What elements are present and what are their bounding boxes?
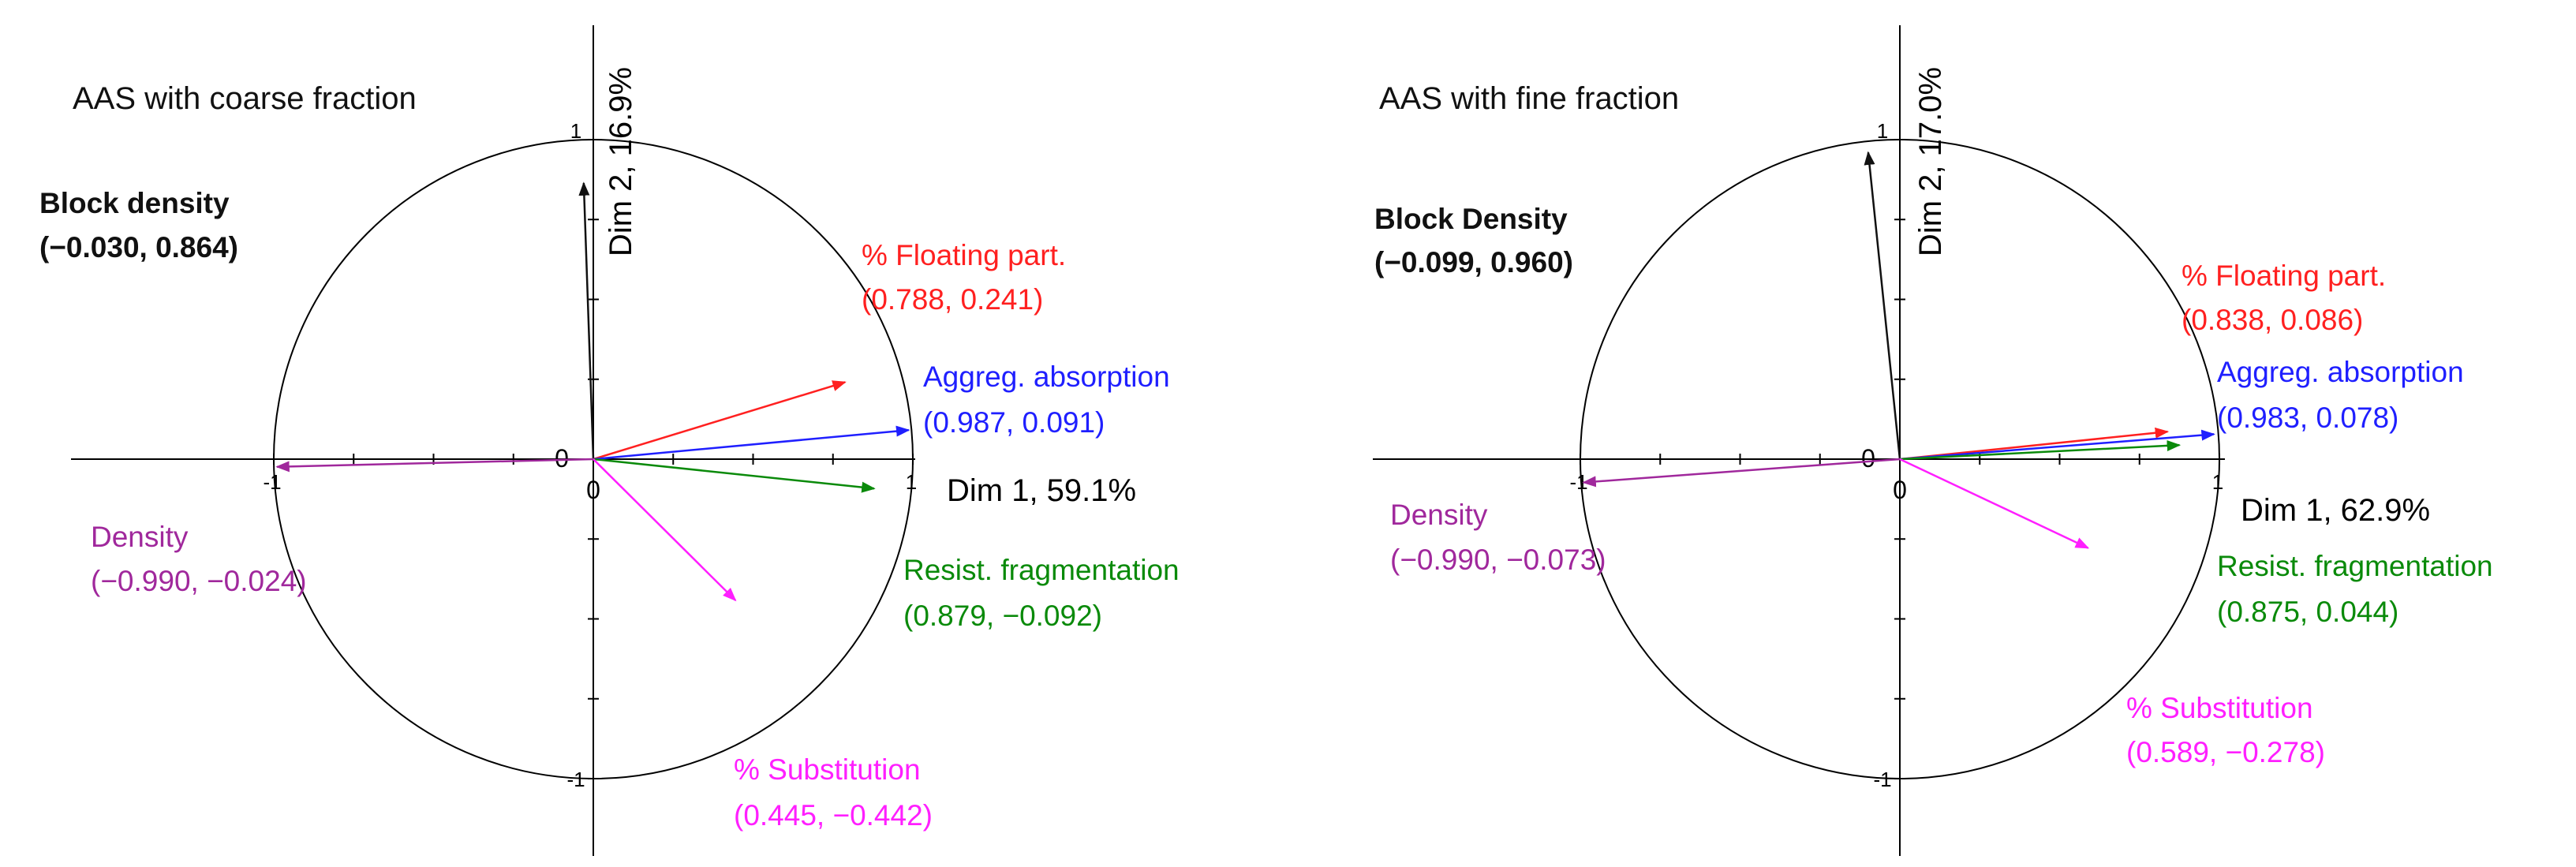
x-tick-label-neg1: -1 [263, 470, 281, 494]
vector-coords: (0.987, 0.091) [923, 406, 1105, 439]
y-tick-label-zero: 0 [1861, 444, 1875, 473]
vector-label: Aggreg. absorption [923, 361, 1170, 393]
x-tick-label-pos1: 1 [906, 470, 917, 494]
y-axis-title: Dim 2, 16.9% [604, 67, 638, 256]
vector-coords: (0.788, 0.241) [862, 283, 1043, 316]
vector-arrow [1899, 427, 2170, 461]
vector-label: Density [1390, 499, 1488, 531]
vector-coords: (−0.099, 0.960) [1374, 246, 1573, 278]
vector-arrow [275, 458, 594, 473]
x-tick-label-zero: 0 [586, 476, 600, 504]
vector-coords: (−0.990, −0.073) [1390, 544, 1606, 576]
vector-arrow [593, 458, 737, 602]
y-axis-title: Dim 2, 17.0% [1913, 67, 1948, 256]
vector-arrow [593, 380, 847, 461]
vector-arrow [1899, 458, 2090, 549]
y-tick-label-neg1: -1 [566, 768, 585, 791]
vector-coords: (0.838, 0.086) [2182, 304, 2363, 336]
vector-label: Block density [39, 187, 230, 219]
vector-arrow [1899, 439, 2182, 461]
vector-coords: (−0.990, −0.024) [91, 565, 307, 597]
vector-label: Density [91, 521, 189, 553]
vector-arrow [593, 458, 876, 493]
y-tick-label-neg1: -1 [1873, 768, 1891, 791]
vector-coords: (0.445, −0.442) [734, 799, 933, 831]
vector-arrow [1899, 429, 2215, 461]
vector-arrow [1864, 151, 1901, 460]
vector-coords: (−0.030, 0.864) [39, 231, 238, 263]
vector-label: Aggreg. absorption [2217, 356, 2464, 388]
x-axis-title: Dim 1, 62.9% [2241, 493, 2430, 528]
y-tick-label-pos1: 1 [1877, 119, 1888, 143]
vector-label: Resist. fragmentation [903, 554, 1180, 586]
vector-coords: (0.589, −0.278) [2126, 736, 2325, 768]
vector-label: Resist. fragmentation [2217, 550, 2493, 582]
vector-arrow [1582, 458, 1901, 488]
vector-label: % Floating part. [862, 239, 1066, 271]
vector-label: Block Density [1374, 203, 1568, 235]
y-tick-label-pos1: 1 [570, 119, 581, 143]
vector-label: % Substitution [2126, 692, 2313, 724]
chart-title: AAS with coarse fraction [73, 81, 417, 116]
vector-coords: (0.875, 0.044) [2217, 596, 2398, 628]
chart-title: AAS with fine fraction [1379, 81, 1679, 116]
x-tick-label-pos1: 1 [2212, 470, 2223, 494]
x-tick-label-zero: 0 [1893, 476, 1907, 504]
vector-coords: (0.879, −0.092) [903, 600, 1102, 632]
vector-arrow [593, 425, 910, 461]
vector-label: % Substitution [734, 753, 921, 786]
vector-coords: (0.983, 0.078) [2217, 402, 2398, 434]
vector-label: % Floating part. [2182, 260, 2386, 292]
y-tick-label-zero: 0 [555, 444, 569, 473]
x-axis-title: Dim 1, 59.1% [947, 473, 1136, 508]
vector-arrow [578, 181, 595, 460]
